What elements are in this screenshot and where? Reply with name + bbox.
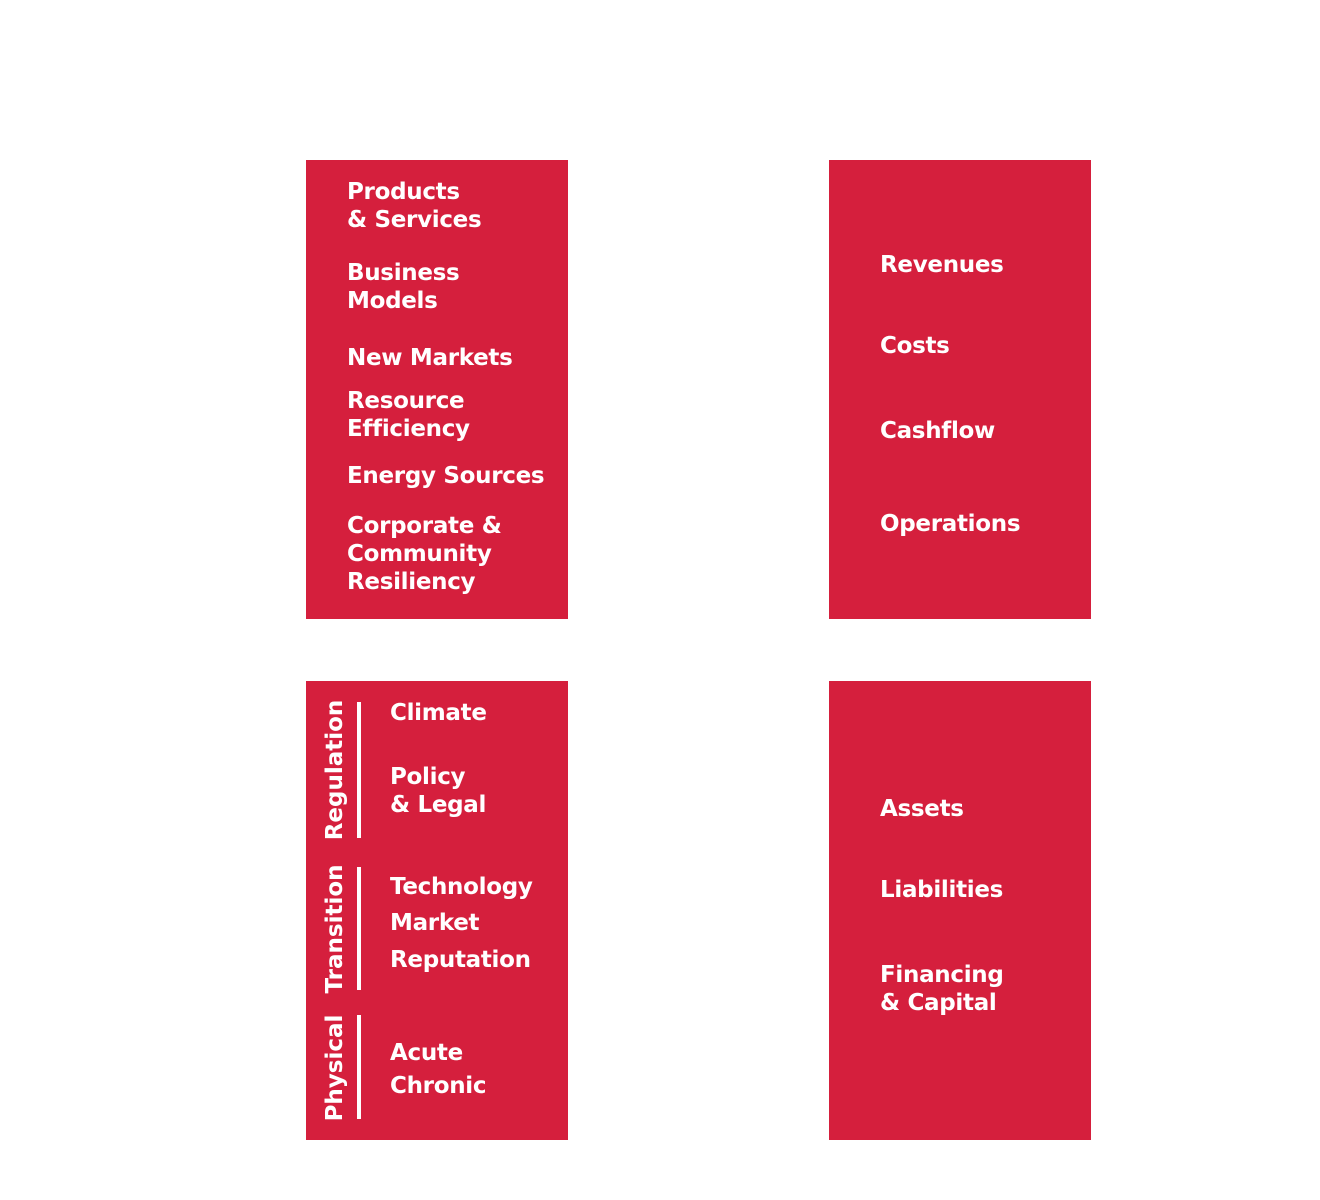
risk-group-regulation-bar: [357, 702, 361, 838]
balance-financing-capital: Financing & Capital: [880, 962, 1004, 1016]
income-cashflow: Cashflow: [880, 418, 996, 444]
risk-policy-legal: Policy & Legal: [390, 764, 487, 818]
balance-assets: Assets: [880, 796, 964, 822]
income-operations: Operations: [880, 511, 1021, 537]
opportunity-business-models: Business Models: [347, 260, 460, 314]
risk-acute: Acute: [390, 1040, 463, 1066]
risk-chronic: Chronic: [390, 1073, 487, 1099]
risk-group-physical-title: Physical: [322, 1014, 348, 1122]
balance-liabilities: Liabilities: [880, 877, 1004, 903]
risks-box: Regulation Climate Policy & Legal Transi…: [306, 681, 568, 1140]
risk-technology: Technology: [390, 874, 533, 900]
risk-market: Market: [390, 910, 480, 936]
opportunity-corporate-community-resiliency: Corporate & Community Resiliency: [347, 513, 502, 595]
risk-climate: Climate: [390, 700, 487, 726]
opportunity-energy-sources: Energy Sources: [347, 463, 545, 489]
income-revenues: Revenues: [880, 252, 1004, 278]
income-costs: Costs: [880, 333, 950, 359]
risk-group-regulation-title: Regulation: [322, 699, 348, 841]
risk-group-transition-bar: [357, 867, 361, 990]
opportunity-new-markets: New Markets: [347, 345, 513, 371]
risk-group-physical-bar: [357, 1015, 361, 1119]
opportunity-products-services: Products & Services: [347, 179, 482, 233]
risk-group-transition-title: Transition: [322, 864, 348, 994]
opportunities-box: Products & Services Business Models New …: [306, 160, 568, 619]
risk-reputation: Reputation: [390, 947, 531, 973]
opportunity-resource-efficiency: Resource Efficiency: [347, 388, 470, 442]
balance-sheet-box: Assets Liabilities Financing & Capital: [829, 681, 1091, 1140]
income-statement-box: Revenues Costs Cashflow Operations: [829, 160, 1091, 619]
